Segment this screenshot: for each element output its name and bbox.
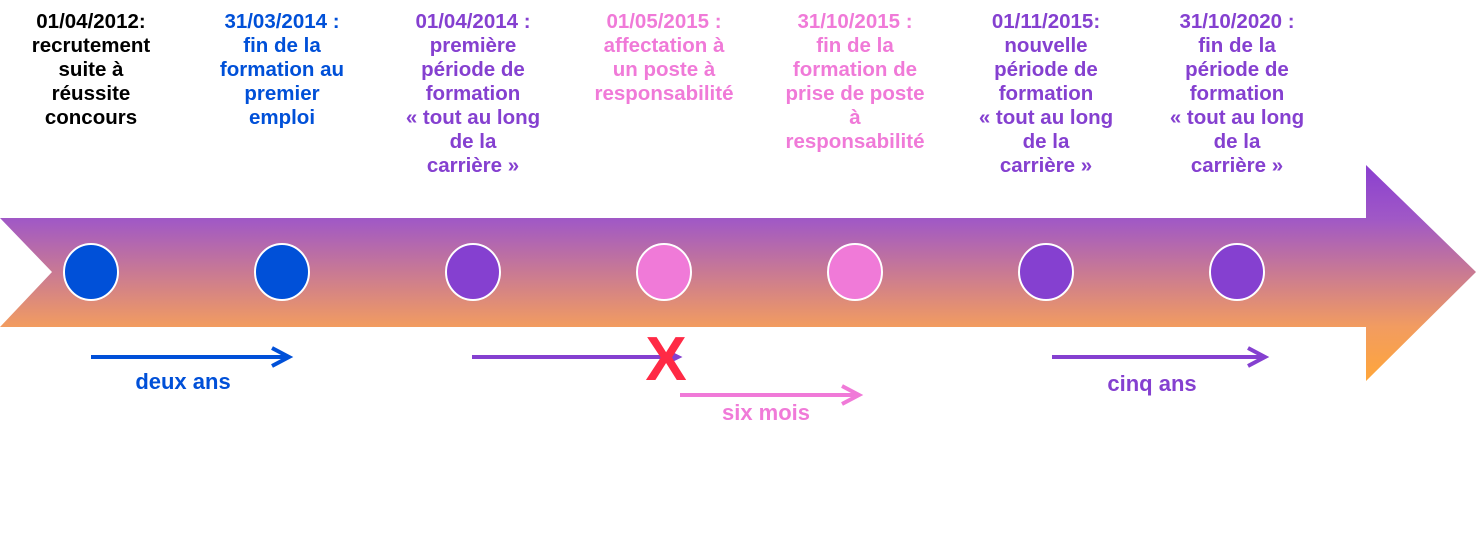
timeline-dot [827,243,883,301]
event-label-line: concours [44,106,138,129]
duration-label-deux-ans: deux ans [135,369,231,394]
duration-arrow-cancelled [472,350,683,364]
event-label-line: formation [1189,82,1285,105]
event-label-line: 01/11/2015: [991,10,1101,33]
event-label-line: de la [1213,130,1261,153]
event-label-line: nouvelle [1004,34,1088,57]
timeline-dot [1018,243,1074,301]
event-label-line: carrière » [426,154,520,177]
event-label-line: recrutement [31,34,151,57]
event-label-line: « tout au long [405,106,541,129]
event-label-line: « tout au long [1169,106,1305,129]
event-label-line: de la [449,130,497,153]
timeline-dot [63,243,119,301]
event-label-line: responsabilité [594,82,734,105]
event-label-line: prise de poste [785,82,925,105]
event-label-line: un poste à [612,58,716,81]
timeline-dot [1209,243,1265,301]
event-label-line: de la [1022,130,1070,153]
event-label-line: emploi [248,106,316,129]
timeline-dot [636,243,692,301]
duration-arrow-deux-ans [91,346,294,368]
timeline-dot [445,243,501,301]
event-label-line: carrière » [999,154,1093,177]
cancel-x-mark: X [645,325,686,394]
event-label-line: responsabilité [785,130,925,153]
event-label-line: 31/10/2020 : [1179,10,1295,33]
event-label-line: formation de [792,58,918,81]
duration-label-cinq-ans: cinq ans [1107,371,1197,396]
event-label-line: à [849,106,861,129]
duration-arrow-six-mois [680,384,864,406]
event-label-line: période de [421,58,525,81]
timeline-dot [254,243,310,301]
event-label-line: fin de la [243,34,321,57]
event-label-line: premier [244,82,320,105]
event-label-line: période de [994,58,1098,81]
event-label-line: 01/04/2012: [36,10,146,33]
event-label-line: 31/10/2015 : [797,10,913,33]
duration-arrow-cinq-ans [1052,346,1270,368]
event-label-line: affectation à [603,34,725,57]
event-label-line: « tout au long [978,106,1114,129]
timeline-arrow [0,165,1476,381]
event-label-line: formation [998,82,1094,105]
event-label-line: formation au [219,58,345,81]
event-label-line: 01/05/2015 : [606,10,722,33]
event-label-line: fin de la [1198,34,1276,57]
event-label-line: première [429,34,517,57]
event-label-line: carrière » [1190,154,1284,177]
event-label-line: réussite [51,82,131,105]
event-label-line: suite à [58,58,124,81]
event-label-line: fin de la [816,34,894,57]
event-label-line: période de [1185,58,1289,81]
event-label-line: 31/03/2014 : [224,10,340,33]
duration-label-six-mois: six mois [721,400,811,425]
event-label-line: 01/04/2014 : [415,10,531,33]
event-label-line: formation [425,82,521,105]
